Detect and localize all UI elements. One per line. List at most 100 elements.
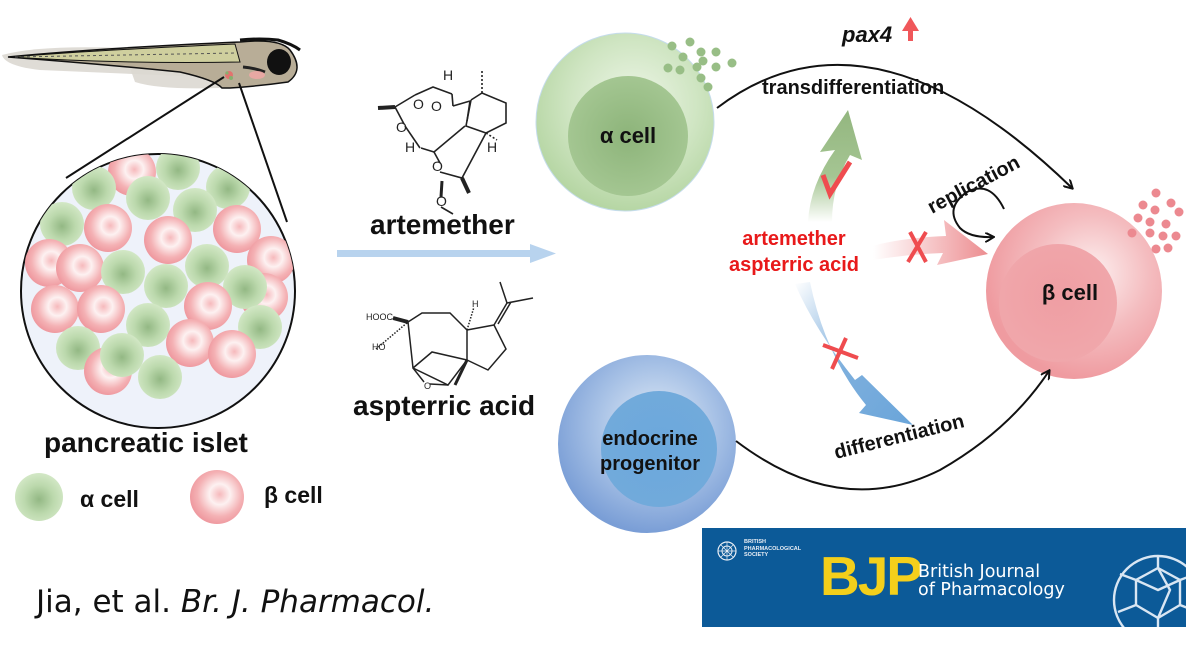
endocrine-progenitor-cell: endocrine progenitor bbox=[558, 355, 736, 533]
granule-icon bbox=[1151, 244, 1161, 254]
aspterric-acid-structure bbox=[375, 281, 534, 386]
journal-abbreviation: BJP bbox=[820, 545, 923, 607]
compound-aspterric-acid-label: aspterric acid bbox=[353, 390, 535, 421]
alpha-cell-icon bbox=[40, 202, 84, 246]
citation-authors: Jia, et al. bbox=[36, 584, 172, 620]
granule-icon bbox=[711, 62, 721, 72]
svg-text:O: O bbox=[436, 193, 447, 209]
beta-cell: β cell bbox=[986, 188, 1184, 379]
alpha-cell-icon bbox=[173, 188, 217, 232]
beta-cell-icon bbox=[166, 319, 214, 367]
replication-loop-arrow bbox=[952, 187, 1005, 237]
treatment-arrow bbox=[337, 244, 556, 263]
svg-text:HOOC: HOOC bbox=[366, 312, 394, 322]
granule-icon bbox=[696, 73, 706, 83]
alpha-cell-swatch bbox=[15, 473, 63, 521]
beta-cell-label: β cell bbox=[1042, 280, 1098, 305]
zoom-line-right bbox=[238, 82, 288, 223]
alpha-granules bbox=[663, 37, 737, 92]
beta-cell-icon bbox=[184, 282, 232, 330]
granule-icon bbox=[1145, 217, 1155, 227]
beta-cell-icon bbox=[208, 330, 256, 378]
alpha-cell-icon bbox=[101, 250, 145, 294]
artemether-atom-labels: O O O O O H H H bbox=[396, 67, 497, 209]
alpha-cell-icon bbox=[100, 333, 144, 377]
compound-artemether-label: artemether bbox=[370, 209, 515, 240]
zebrafish-larva-illustration bbox=[2, 37, 301, 89]
svg-text:H: H bbox=[405, 139, 415, 155]
legend-alpha-label: α cell bbox=[80, 486, 139, 512]
society-logo-icon bbox=[717, 541, 737, 561]
granule-icon bbox=[663, 63, 673, 73]
granule-icon bbox=[1145, 228, 1155, 238]
alpha-cell-icon bbox=[126, 176, 170, 220]
zoom-line-left bbox=[65, 76, 225, 179]
progenitor-label-line1: endocrine bbox=[602, 428, 698, 450]
beta-cell-icon bbox=[31, 285, 79, 333]
granule-icon bbox=[1158, 231, 1168, 241]
alpha-cell-icon bbox=[72, 166, 116, 210]
granule-icon bbox=[727, 58, 737, 68]
society-name: BRITISH PHARMACOLOGICAL SOCIETY bbox=[744, 539, 802, 558]
beta-cell-swatch bbox=[190, 470, 244, 524]
center-compound-line1: artemether bbox=[742, 228, 846, 250]
granule-icon bbox=[685, 37, 695, 47]
granule-icon bbox=[711, 47, 721, 57]
svg-text:H: H bbox=[472, 299, 479, 309]
replication-effect-arrow bbox=[873, 220, 988, 265]
progenitor-label-line2: progenitor bbox=[600, 453, 700, 475]
granule-icon bbox=[1171, 231, 1181, 241]
granule-icon bbox=[1166, 198, 1176, 208]
x-mark-icon bbox=[906, 230, 928, 264]
granule-icon bbox=[692, 62, 702, 72]
svg-text:O: O bbox=[413, 96, 424, 112]
alpha-cell-label: α cell bbox=[600, 123, 656, 148]
check-mark-icon bbox=[820, 160, 853, 200]
svg-text:O: O bbox=[424, 381, 431, 391]
journal-banner[interactable]: BRITISH PHARMACOLOGICAL SOCIETY BJP Brit… bbox=[702, 528, 1186, 627]
alpha-cell-icon bbox=[144, 264, 188, 308]
upregulation-arrow-icon bbox=[902, 17, 919, 41]
pancreatic-islet bbox=[20, 153, 296, 429]
granule-icon bbox=[1163, 243, 1173, 253]
alpha-cell-icon bbox=[126, 303, 170, 347]
alpha-cell: α cell bbox=[535, 32, 737, 212]
granule-icon bbox=[1127, 228, 1137, 238]
svg-text:HO: HO bbox=[372, 342, 386, 352]
journal-full-name: British Journal of Pharmacology bbox=[918, 562, 1065, 600]
granule-icon bbox=[1138, 200, 1148, 210]
alpha-cell-icon bbox=[138, 355, 182, 399]
legend-alpha: α cell bbox=[15, 473, 139, 521]
beta-cell-icon bbox=[84, 204, 132, 252]
svg-text:O: O bbox=[396, 119, 407, 135]
transdifferentiation-arrow bbox=[716, 63, 1072, 188]
legend-beta-label: β cell bbox=[264, 482, 323, 508]
beta-cell-icon bbox=[144, 216, 192, 264]
granule-icon bbox=[675, 65, 685, 75]
svg-text:H: H bbox=[443, 67, 453, 83]
granule-icon bbox=[696, 47, 706, 57]
gene-pax4-label: pax4 bbox=[841, 22, 892, 47]
granule-icon bbox=[1161, 219, 1171, 229]
beta-cell-icon bbox=[213, 205, 261, 253]
beta-granules bbox=[1127, 188, 1184, 254]
granule-icon bbox=[698, 56, 708, 66]
beta-cell-icon bbox=[77, 285, 125, 333]
islet-label: pancreatic islet bbox=[44, 427, 248, 458]
granule-icon bbox=[1150, 205, 1160, 215]
svg-text:O: O bbox=[431, 98, 442, 114]
granule-icon bbox=[703, 82, 713, 92]
transdifferentiation-label: transdifferentiation bbox=[762, 77, 944, 99]
granule-icon bbox=[667, 41, 677, 51]
differentiation-effect-arrow bbox=[795, 282, 913, 425]
beta-cell-icon bbox=[56, 244, 104, 292]
granule-icon bbox=[1174, 207, 1184, 217]
granule-icon bbox=[1151, 188, 1161, 198]
center-compound-line2: aspterric acid bbox=[729, 254, 859, 276]
artemether-structure bbox=[377, 70, 507, 215]
x-mark-icon-2 bbox=[822, 337, 859, 370]
citation: Jia, et al. Br. J. Pharmacol. bbox=[36, 584, 434, 620]
alpha-cell-icon bbox=[185, 244, 229, 288]
replication-label: replication bbox=[924, 152, 1024, 219]
